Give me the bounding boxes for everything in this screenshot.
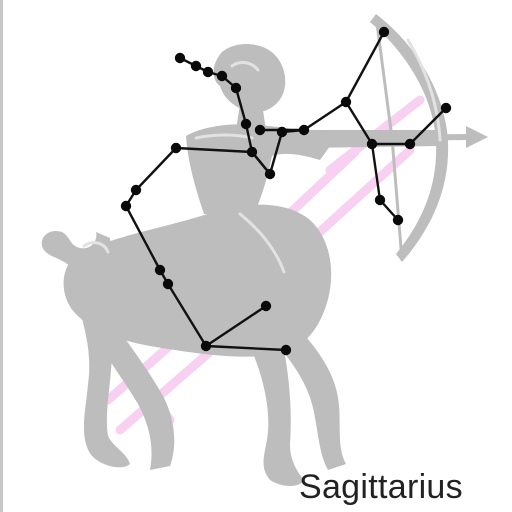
star-marker bbox=[154, 264, 166, 276]
star-marker bbox=[280, 344, 292, 356]
left-border bbox=[0, 0, 3, 512]
star-marker bbox=[202, 66, 214, 78]
star-marker bbox=[392, 214, 404, 226]
star-marker bbox=[264, 168, 276, 180]
star-marker bbox=[240, 118, 252, 130]
star-marker bbox=[216, 70, 228, 82]
star-marker bbox=[230, 82, 242, 94]
star-marker bbox=[440, 102, 452, 114]
star-marker bbox=[130, 184, 142, 196]
star-marker bbox=[340, 96, 352, 108]
star-marker bbox=[374, 194, 386, 206]
star-marker bbox=[378, 26, 390, 38]
star-marker bbox=[276, 126, 288, 138]
star-marker bbox=[254, 124, 266, 136]
constellation-name: Sagittarius bbox=[299, 468, 463, 506]
star-marker bbox=[170, 142, 182, 154]
star-marker bbox=[162, 278, 174, 290]
star-marker bbox=[200, 340, 212, 352]
star-marker bbox=[298, 124, 310, 136]
star-marker bbox=[190, 60, 202, 72]
star-marker bbox=[174, 52, 186, 64]
star-marker bbox=[120, 200, 132, 212]
star-marker bbox=[404, 138, 416, 150]
star-marker bbox=[246, 146, 258, 158]
constellation-stars bbox=[120, 26, 452, 356]
star-marker bbox=[366, 138, 378, 150]
star-marker bbox=[260, 300, 272, 312]
